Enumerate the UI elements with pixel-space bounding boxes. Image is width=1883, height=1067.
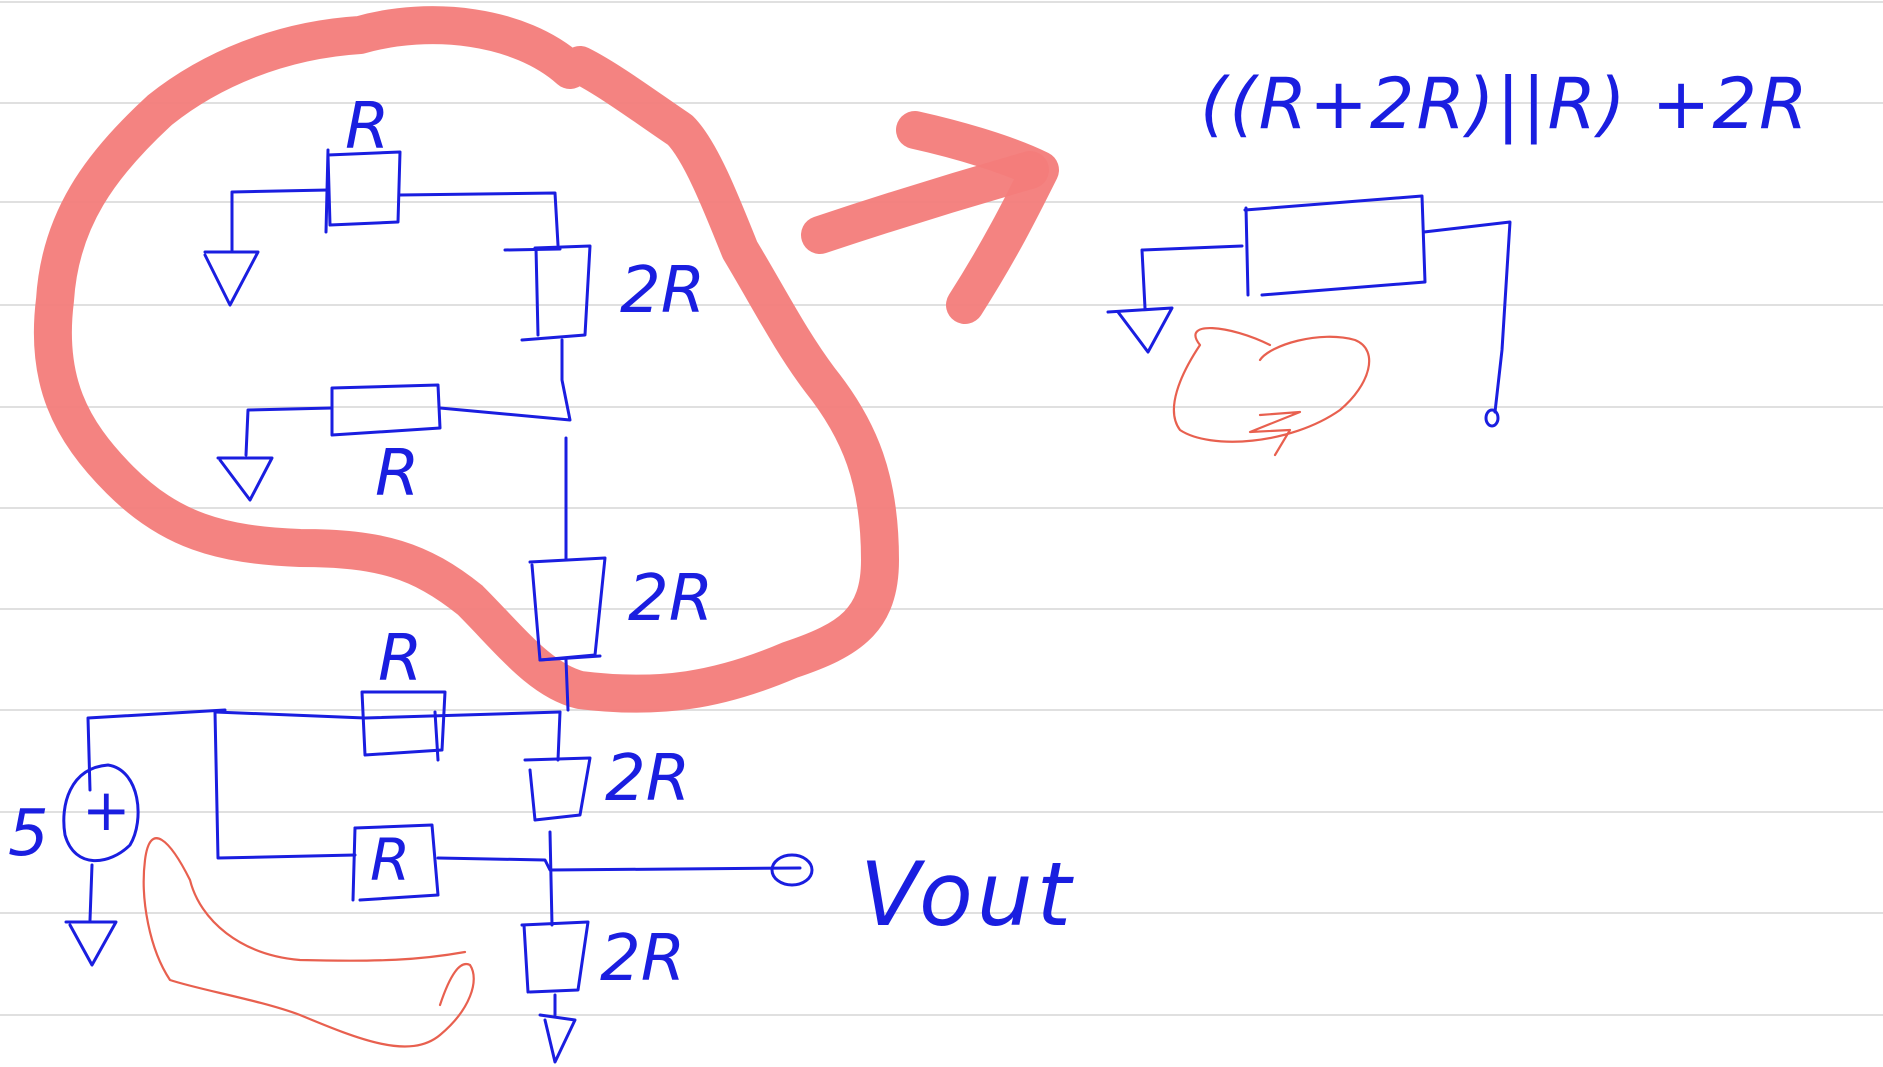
label-mid-r: R xyxy=(375,437,419,511)
top-right-annotation-loop xyxy=(1172,327,1371,457)
output-terminal xyxy=(770,853,814,887)
right-column-wire xyxy=(556,710,562,762)
label-lower-r: R xyxy=(378,622,422,696)
equivalent-left-ground xyxy=(1106,244,1244,354)
left-branch-wire xyxy=(213,710,357,860)
ruled-lines xyxy=(0,1,1883,1016)
mid-left-ground xyxy=(216,406,334,502)
voltage-source xyxy=(62,763,140,863)
label-top-r: R xyxy=(345,90,389,164)
top-bus-wire xyxy=(213,710,562,720)
equivalent-terminal xyxy=(1484,408,1500,428)
top-right-wire xyxy=(398,191,560,247)
label-lower-2r: 2R xyxy=(605,742,690,816)
highlight-arrow xyxy=(801,111,1059,324)
bottom-2r-resistor xyxy=(520,920,590,994)
bottom-annotation-arrow xyxy=(142,837,475,1048)
label-bottom-2r: 2R xyxy=(600,922,685,996)
top-left-ground-wire xyxy=(203,188,330,307)
label-source-voltage: 5 xyxy=(8,797,49,871)
equivalent-right-wire xyxy=(1422,220,1512,414)
label-vout: Vout xyxy=(860,843,1075,946)
upper-2r-resistor xyxy=(503,244,592,342)
highlight-loop xyxy=(33,6,899,713)
bottom-bus-wire xyxy=(436,856,802,872)
middle-to-lower-wire xyxy=(564,658,570,712)
label-formula: ((R+2R)||R) +2R xyxy=(1200,63,1810,145)
label-upper-2r: 2R xyxy=(620,254,705,328)
equivalent-resistor xyxy=(1243,194,1427,297)
lower-r-resistor xyxy=(360,690,447,762)
bottom-right-ground xyxy=(538,993,577,1064)
lower-right-wire xyxy=(548,830,554,927)
source-ground xyxy=(64,863,118,967)
source-top-wire xyxy=(86,708,227,792)
upper-vertical-wire xyxy=(438,338,572,422)
label-middle-2r: 2R xyxy=(628,562,713,636)
mid-r-resistor xyxy=(330,383,442,437)
middle-2r-resistor xyxy=(528,556,607,662)
label-source-sign: + xyxy=(82,776,131,844)
label-bottom-r: R xyxy=(370,826,410,894)
bottom-r-resistor xyxy=(351,823,440,902)
lower-2r-resistor xyxy=(523,756,592,822)
